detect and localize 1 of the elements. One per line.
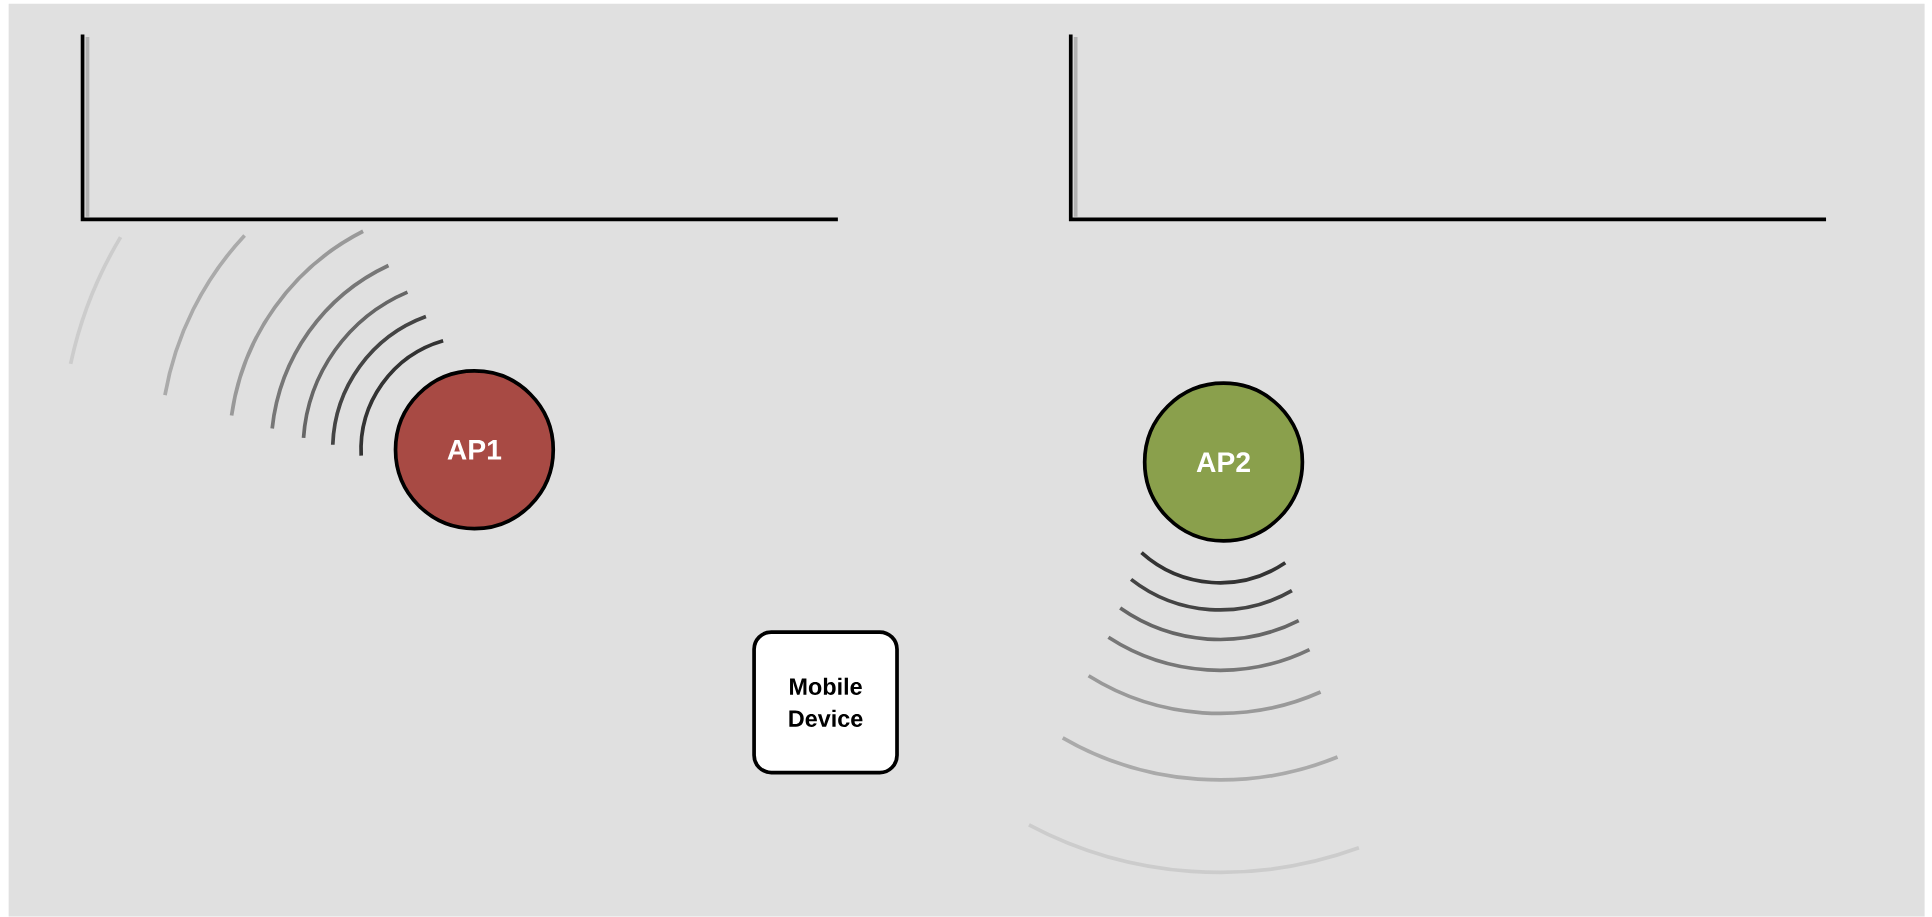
device-box: Mobile Device: [752, 630, 899, 775]
